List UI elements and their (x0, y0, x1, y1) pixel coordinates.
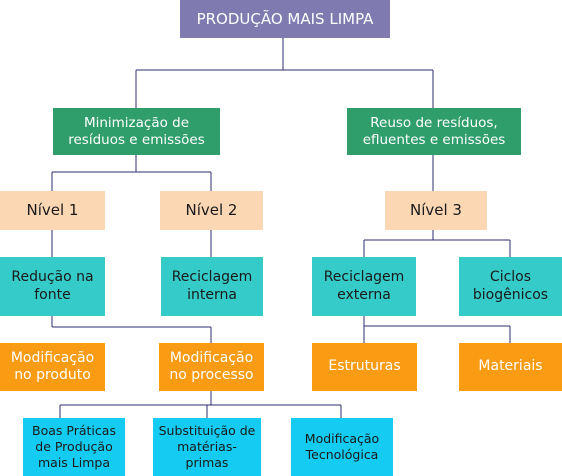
node-biogenic-cycles: Ciclos biogênicos (459, 257, 562, 316)
node-raw-material-substitution: Substituição de matérias- primas (153, 418, 261, 476)
node-reuse: Reuso de resíduos, efluentes e emissões (347, 108, 521, 155)
node-product-modification: Modificação no produto (0, 343, 105, 391)
node-level-3: Nível 3 (385, 191, 487, 230)
diagram-title: PRODUÇÃO MAIS LIMPA (180, 0, 390, 38)
node-structures: Estruturas (312, 343, 417, 391)
node-good-practices: Boas Práticas de Produção mais Limpa (23, 418, 125, 476)
connector-level3-categories (363, 230, 511, 257)
node-level-1: Nível 1 (0, 191, 105, 230)
connector-process-details (59, 390, 342, 418)
connector-external-actions (363, 316, 511, 343)
node-process-modification: Modificação no processo (159, 343, 264, 391)
connector-title-strategies (135, 38, 434, 108)
node-level-2: Nível 2 (160, 191, 263, 230)
node-internal-recycling: Reciclagem interna (161, 257, 263, 316)
node-source-reduction: Redução na fonte (0, 257, 105, 316)
connector-source-modifications (51, 316, 212, 343)
node-materials: Materiais (459, 343, 562, 391)
connector-minimization-levels (51, 155, 212, 191)
node-external-recycling: Reciclagem externa (312, 257, 416, 316)
node-technological-modification: Modificação Tecnológica (291, 418, 393, 476)
node-minimization: Minimização de resíduos e emissões (53, 108, 220, 155)
